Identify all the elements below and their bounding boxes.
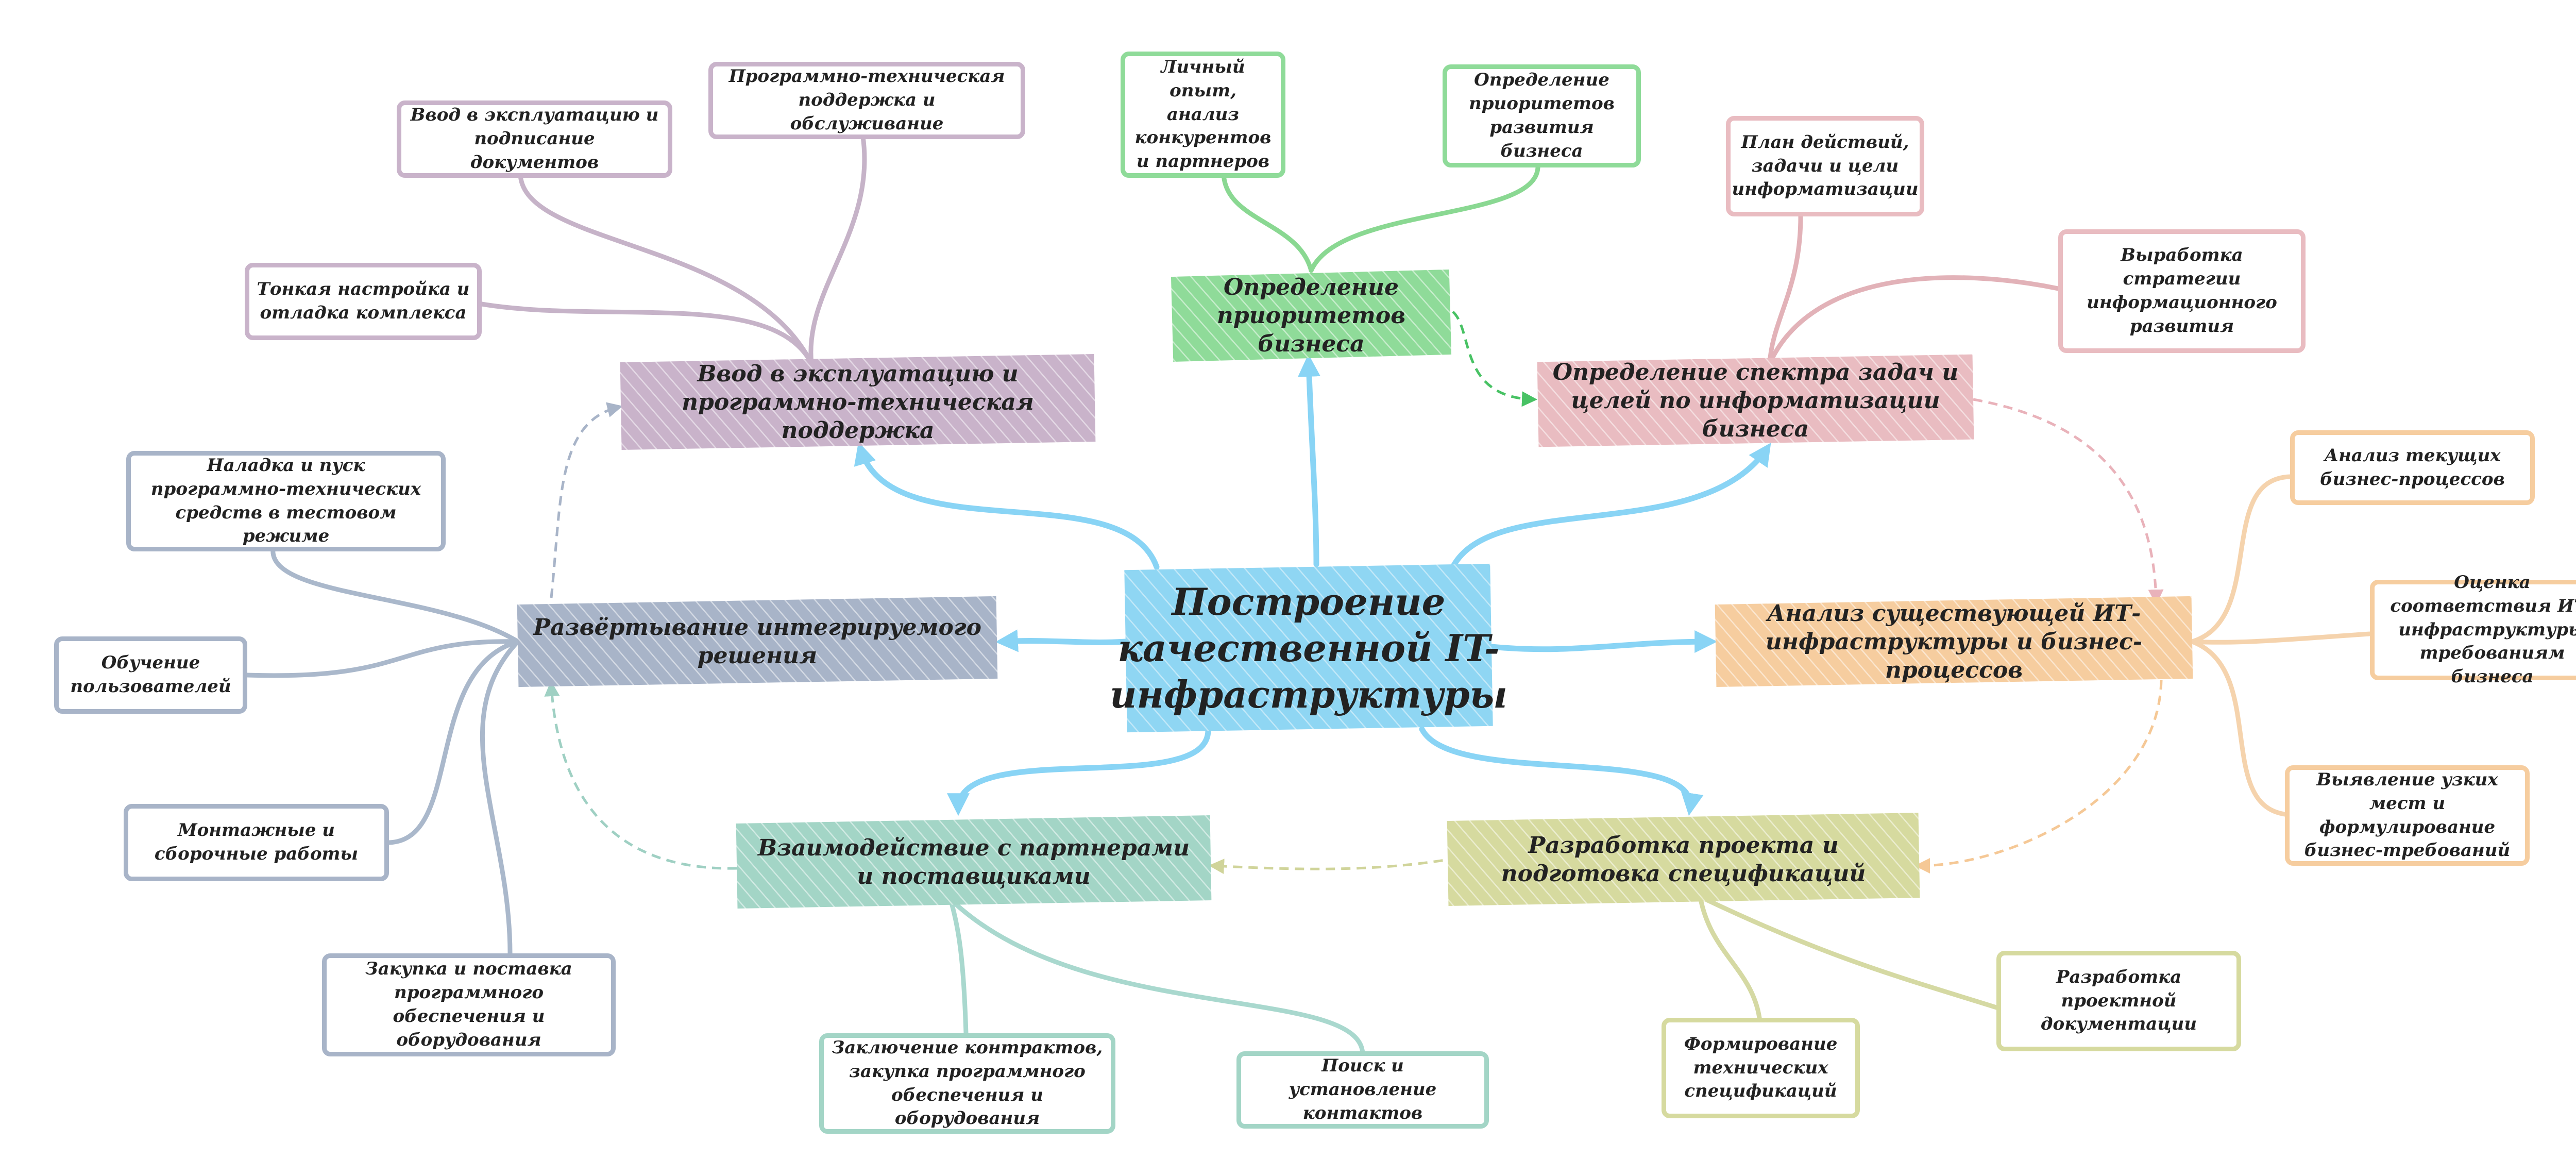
- node-business-priorities-label: Определение приоритетов бизнеса: [1216, 274, 1406, 357]
- spoke-tasks: [1450, 443, 1771, 570]
- connector-support: [808, 134, 867, 366]
- leaf-business-development-priorities[interactable]: Определение приоритетов развития бизнеса: [1443, 64, 1641, 167]
- leaf-fine-tuning-label: Тонкая настройка и отладка комплекса: [257, 279, 470, 323]
- connector-purchase: [480, 639, 520, 956]
- node-commissioning-support[interactable]: Ввод в эксплуатацию и программно-техниче…: [621, 358, 1095, 446]
- connector-current-processes: [2190, 474, 2293, 644]
- leaf-contacts-label: Поиск и установление контактов: [1289, 1055, 1437, 1123]
- connector-experience: [1221, 172, 1314, 273]
- commission-shape: [620, 354, 1096, 450]
- flow-deploy-commission: [550, 402, 623, 598]
- connector-action-plan: [1767, 214, 1803, 366]
- connector-bottlenecks: [2190, 639, 2287, 817]
- leaf-technical-specifications[interactable]: Формирование технических спецификаций: [1662, 1018, 1860, 1118]
- connector-strategy: [1767, 275, 2061, 366]
- leaf-contracts-label: Заключение контрактов, закупка программн…: [832, 1037, 1103, 1129]
- leaf-current-processes-label: Анализ текущих бизнес-процессов: [2320, 445, 2505, 490]
- leaf-technical-support-label: Программно-техническая поддержка и обслу…: [728, 66, 1005, 134]
- project-shape: [1447, 813, 1920, 906]
- leaf-user-training[interactable]: Обучение пользователей: [54, 636, 247, 714]
- flow-partners-deploy: [544, 681, 737, 870]
- leaf-project-documentation-label: Разработка проектной документации: [2040, 966, 2197, 1035]
- leaf-experience-label: Личный опыт, анализ конкурентов и партне…: [1134, 56, 1272, 172]
- spoke-priorities: [1298, 354, 1321, 567]
- connector-contracts: [948, 897, 969, 1036]
- spoke-commission: [854, 442, 1160, 570]
- analysis-shape: [1715, 596, 2193, 687]
- connector-biz-priorities: [1309, 165, 1540, 273]
- spoke-partners: [947, 726, 1211, 816]
- partners-shape: [736, 815, 1212, 909]
- node-shapes: [517, 269, 2193, 909]
- node-partner-interaction[interactable]: Взаимодействие с партнерами и поставщика…: [737, 819, 1211, 904]
- leaf-setup-launch[interactable]: Наладка и пуск программно-технических ср…: [126, 451, 446, 551]
- priorities-shape: [1171, 269, 1452, 362]
- leaf-assembly-works-label: Монтажные и сборочные работы: [154, 820, 359, 864]
- connector-assembly: [386, 639, 520, 845]
- leaf-connectors: [245, 134, 2372, 1056]
- connector-setup: [270, 546, 520, 644]
- flow-project-partners: [1209, 856, 1459, 875]
- connector-compliance: [2190, 631, 2372, 645]
- deploy-shape: [517, 596, 998, 687]
- connector-contacts: [948, 897, 1365, 1056]
- flow-priorities-tasks: [1452, 311, 1537, 407]
- flow-tasks-analysis: [1973, 398, 2164, 605]
- leaf-strategy-label: Выработка стратегии информационного разв…: [2087, 245, 2277, 337]
- leaf-strategy[interactable]: Выработка стратегии информационного разв…: [2058, 229, 2306, 353]
- node-business-priorities[interactable]: Определение приоритетов бизнеса: [1172, 273, 1450, 358]
- leaf-setup-launch-label: Наладка и пуск программно-технических ср…: [150, 455, 421, 547]
- leaf-technical-specifications-label: Формирование технических спецификаций: [1684, 1033, 1838, 1102]
- leaf-bottlenecks[interactable]: Выявление узких мест и формулирование би…: [2285, 765, 2530, 866]
- leaf-current-processes[interactable]: Анализ текущих бизнес-процессов: [2290, 430, 2535, 505]
- leaf-commissioning-documents[interactable]: Ввод в эксплуатацию и подписание докумен…: [397, 100, 672, 178]
- leaf-assembly-works[interactable]: Монтажные и сборочные работы: [124, 804, 389, 881]
- connector-project-docs: [1698, 894, 1999, 1010]
- node-partner-interaction-label: Взаимодействие с партнерами и поставщика…: [757, 834, 1190, 889]
- node-infrastructure-analysis-label: Анализ существующей ИТ-инфраструктуры и …: [1765, 600, 2143, 683]
- leaf-bottlenecks-label: Выявление узких мест и формулирование би…: [2304, 769, 2511, 861]
- node-solution-deployment-label: Развёртывание интегрируемого решения: [533, 614, 981, 669]
- spoke-project: [1419, 726, 1704, 816]
- node-informatization-tasks-label: Определение спектра задач и целей по инф…: [1552, 359, 1959, 442]
- tasks-shape: [1537, 354, 1974, 447]
- node-solution-deployment[interactable]: Развёртывание интегрируемого решения: [518, 600, 997, 683]
- leaf-purchase-delivery-label: Закупка и поставка программного обеспече…: [365, 959, 572, 1050]
- connector-tuning: [479, 301, 814, 366]
- node-infrastructure-analysis[interactable]: Анализ существующей ИТ-инфраструктуры и …: [1716, 600, 2192, 683]
- central-topic-label: Построение качественной IT-инфраструктур…: [1110, 579, 1507, 716]
- flow-connectors: [544, 311, 2164, 875]
- leaf-action-plan[interactable]: План действий, задачи и цели информатиза…: [1726, 116, 1924, 216]
- leaf-purchase-delivery[interactable]: Закупка и поставка программного обеспече…: [322, 953, 616, 1056]
- leaf-business-development-priorities-label: Определение приоритетов развития бизнеса: [1469, 70, 1615, 161]
- leaf-compliance-assessment[interactable]: Оценка соответствия ИТ-инфраструктуры тр…: [2370, 572, 2576, 687]
- leaf-contracts[interactable]: Заключение контрактов, закупка программн…: [819, 1033, 1115, 1134]
- spoke-analysis: [1488, 630, 1718, 653]
- central-topic[interactable]: Построение качественной IT-инфраструктур…: [1110, 567, 1507, 729]
- leaf-technical-support[interactable]: Программно-техническая поддержка и обслу…: [708, 62, 1025, 139]
- leaf-fine-tuning[interactable]: Тонкая настройка и отладка комплекса: [245, 263, 482, 340]
- leaf-project-documentation[interactable]: Разработка проектной документации: [1996, 951, 2241, 1051]
- center-shape: [1124, 563, 1493, 733]
- node-informatization-tasks[interactable]: Определение спектра задач и целей по инф…: [1538, 358, 1973, 443]
- flow-analysis-project: [1914, 680, 2163, 873]
- connector-training: [245, 639, 520, 678]
- leaf-contacts[interactable]: Поиск и установление контактов: [1236, 1051, 1489, 1129]
- center-spokes: [854, 354, 1771, 816]
- node-commissioning-support-label: Ввод в эксплуатацию и программно-техниче…: [682, 360, 1034, 444]
- leaf-user-training-label: Обучение пользователей: [70, 652, 231, 697]
- leaf-action-plan-label: План действий, задачи и цели информатиза…: [1732, 131, 1919, 200]
- leaf-experience[interactable]: Личный опыт, анализ конкурентов и партне…: [1121, 52, 1285, 178]
- spoke-deploy: [995, 629, 1129, 652]
- leaf-commissioning-documents-label: Ввод в эксплуатацию и подписание докумен…: [410, 105, 659, 173]
- connector-tech-specs: [1698, 894, 1762, 1020]
- node-project-development-label: Разработка проекта и подготовка специфик…: [1501, 832, 1866, 887]
- node-project-development[interactable]: Разработка проекта и подготовка специфик…: [1448, 817, 1919, 902]
- leaf-compliance-assessment-label: Оценка соответствия ИТ-инфраструктуры тр…: [2390, 572, 2576, 687]
- connector-docs-signing: [518, 167, 814, 366]
